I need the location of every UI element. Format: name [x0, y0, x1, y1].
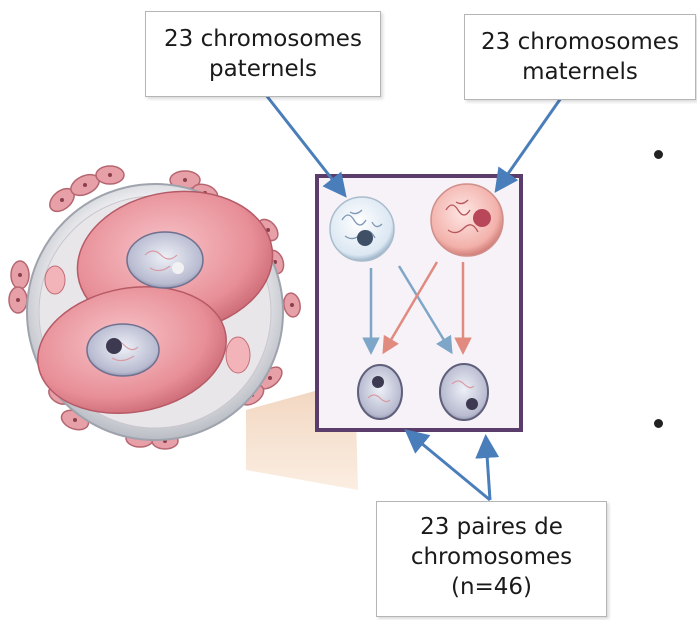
daughter-nucleus-left [357, 364, 403, 420]
arrow-pairs-left [404, 429, 491, 502]
label-pairs-line1: 23 paires de [420, 514, 563, 540]
label-maternal-chromosomes: 23 chromosomes maternels [464, 14, 696, 100]
bullet-point [654, 150, 663, 159]
daughter-nucleus-right [439, 363, 489, 421]
label-maternal-line1: 23 chromosomes [481, 29, 679, 55]
arrow-pairs-right [475, 434, 500, 501]
label-paternal-line2: paternels [208, 56, 317, 82]
paternal-pronucleus [329, 196, 395, 262]
label-pairs-line2: chromosomes [410, 544, 573, 570]
bullet-point [654, 419, 663, 428]
nucleus-upper [126, 231, 204, 289]
maternal-pronucleus [430, 183, 504, 257]
label-maternal-line2: maternels [522, 59, 638, 85]
label-pairs-line3: (n=46) [450, 574, 533, 600]
label-paternal-line1: 23 chromosomes [164, 26, 362, 52]
arrow-paternal [264, 94, 347, 198]
nucleus-lower [86, 323, 160, 377]
arrow-maternal [494, 97, 563, 193]
label-paternal-chromosomes: 23 chromosomes paternels [145, 11, 381, 97]
label-chromosome-pairs: 23 paires de chromosomes (n=46) [376, 501, 607, 617]
